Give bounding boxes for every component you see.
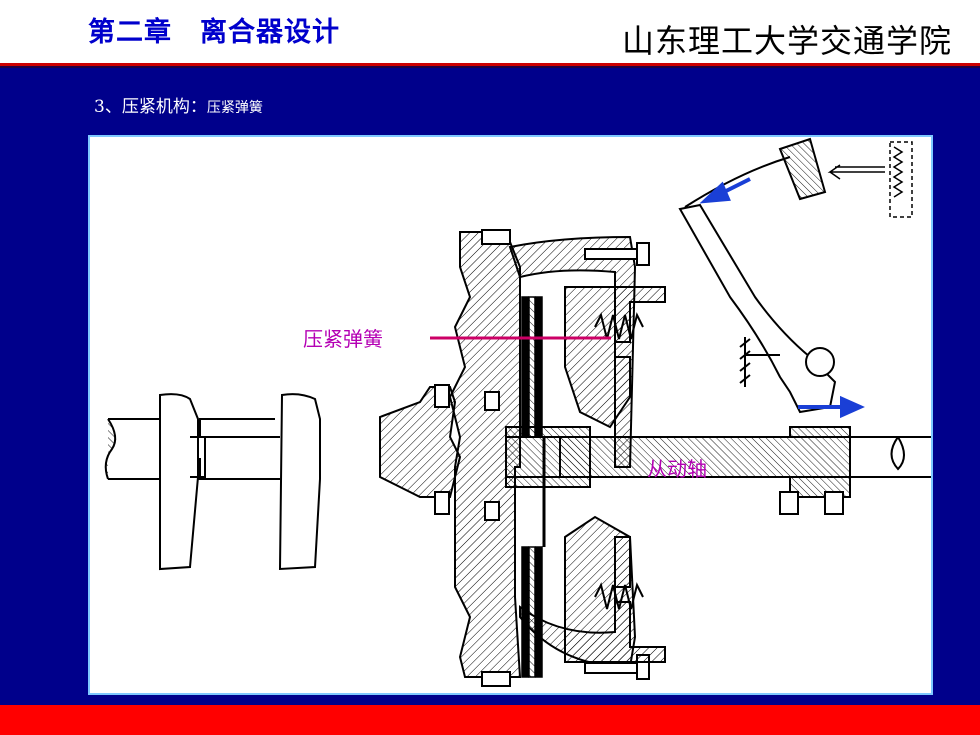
slide-header: 第二章 离合器设计 山东理工大学交通学院 xyxy=(0,0,980,62)
clutch-cross-section-drawing xyxy=(104,137,931,687)
spring-label: 压紧弹簧 xyxy=(303,327,383,351)
chapter-title: 第二章 离合器设计 xyxy=(88,17,340,48)
pedal xyxy=(827,141,913,218)
slide-body: 3、压紧机构：压紧弹簧 xyxy=(0,68,980,705)
slide-footer-bar xyxy=(0,705,980,735)
header-divider-dark xyxy=(0,66,980,68)
school-name: 山东理工大学交通学院 xyxy=(621,22,952,60)
driven-shaft xyxy=(505,426,931,515)
section-heading-sub: 压紧弹簧 xyxy=(206,100,263,116)
crankshaft xyxy=(104,393,321,571)
section-heading: 3、压紧机构：压紧弹簧 xyxy=(94,92,263,117)
clutch-diagram: 压紧弹簧 从动轴 xyxy=(88,135,933,695)
shaft-label: 从动轴 xyxy=(647,457,707,481)
header-divider-red xyxy=(0,63,980,66)
force-arrows xyxy=(699,177,865,419)
release-fork xyxy=(678,137,837,414)
friction-discs xyxy=(521,296,546,678)
pressure-springs xyxy=(594,312,644,610)
bolts xyxy=(434,242,650,680)
section-heading-main: 3、压紧机构： xyxy=(94,97,207,117)
